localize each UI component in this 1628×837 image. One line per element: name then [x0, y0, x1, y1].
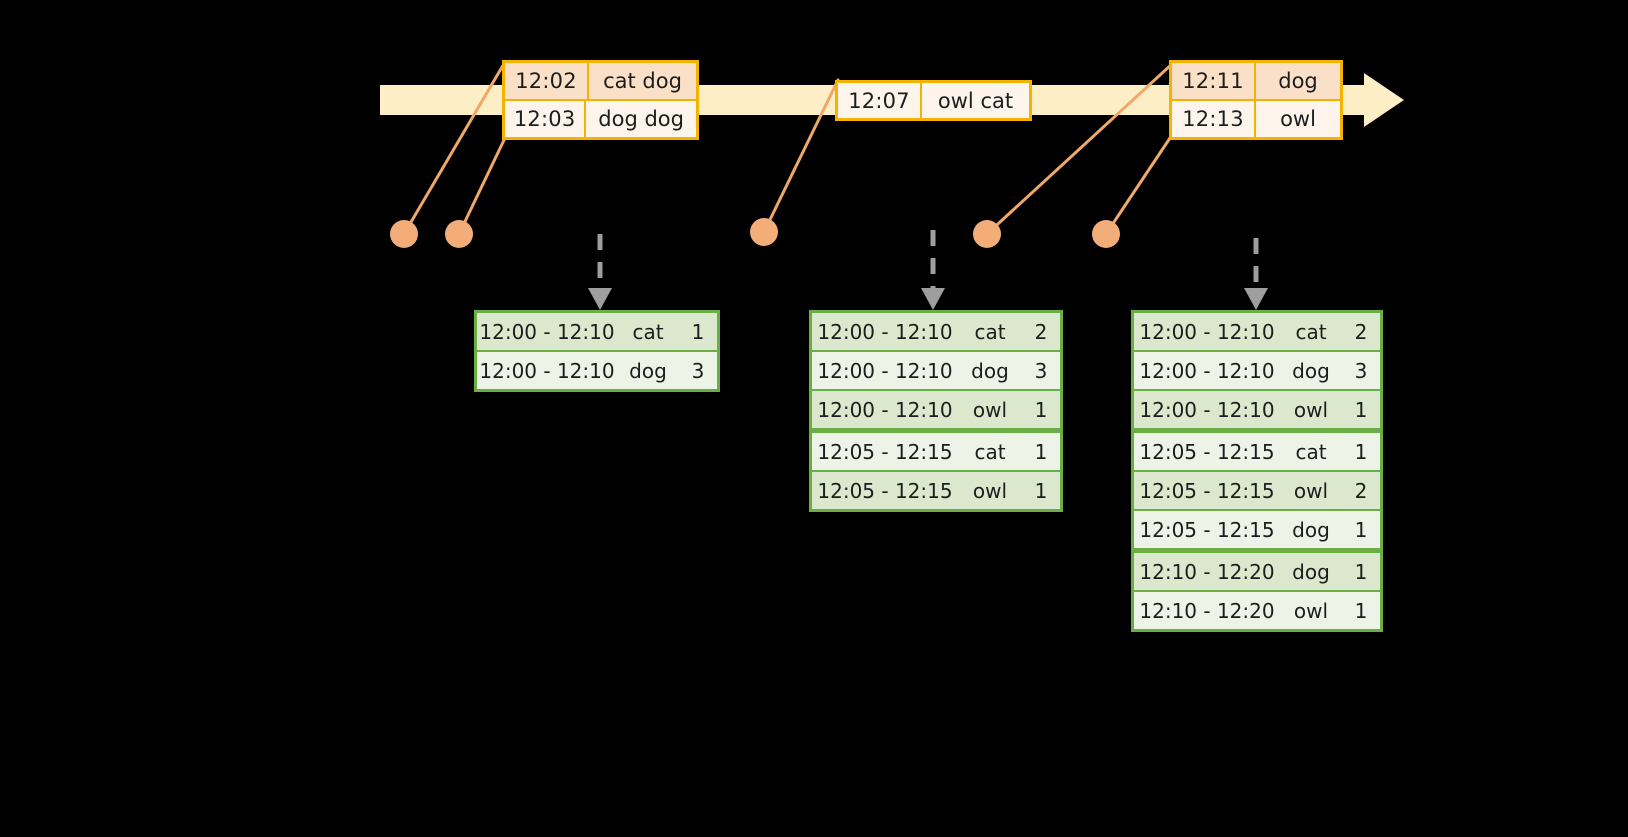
cell-count: 1	[1022, 391, 1060, 428]
event-row: 12:07 owl cat	[838, 83, 1029, 118]
trigger-dot-5	[1092, 220, 1120, 248]
cell-count: 1	[1342, 391, 1380, 428]
event-row: 12:03 dog dog	[505, 99, 696, 137]
cell-count: 2	[1342, 313, 1380, 350]
cell-window: 12:00 - 12:10	[1134, 313, 1280, 350]
event-time: 12:07	[838, 83, 922, 118]
event-time: 12:11	[1172, 63, 1256, 99]
cell-count: 3	[1022, 352, 1060, 389]
cell-window: 12:05 - 12:15	[1134, 472, 1280, 509]
connector-line-1	[402, 60, 507, 236]
cell-window: 12:10 - 12:20	[1134, 592, 1280, 629]
event-time: 12:13	[1172, 101, 1256, 137]
event-row: 12:11 dog	[1172, 63, 1340, 99]
trigger-dot-1	[390, 220, 418, 248]
cell-window: 12:00 - 12:10	[477, 352, 617, 389]
trigger-dot-2	[445, 220, 473, 248]
event-words: cat dog	[603, 69, 682, 93]
cell-key: dog	[1282, 553, 1340, 590]
event-time: 12:02	[505, 63, 589, 99]
cell-count: 1	[1022, 433, 1060, 470]
cell-window: 12:00 - 12:10	[477, 313, 617, 350]
connector-line-5	[1104, 133, 1174, 236]
trigger-dot-3	[750, 218, 778, 246]
cell-window: 12:00 - 12:10	[1134, 352, 1280, 389]
cell-window: 12:00 - 12:10	[812, 313, 958, 350]
cell-window: 12:00 - 12:10	[812, 391, 958, 428]
emit-arrow-heads	[588, 288, 1268, 310]
event-time: 12:03	[505, 101, 587, 137]
cell-key: cat	[619, 313, 677, 350]
cell-key: owl	[960, 472, 1020, 509]
trigger-dot-4	[973, 220, 1001, 248]
cell-count: 3	[679, 352, 717, 389]
cell-window: 12:00 - 12:10	[1134, 391, 1280, 428]
cell-count: 2	[1342, 472, 1380, 509]
cell-count: 1	[1342, 553, 1380, 590]
event-row: 12:13 owl	[1172, 99, 1340, 137]
emit-arrows	[597, 230, 1259, 292]
event-words: owl cat	[937, 88, 1014, 113]
cell-count: 1	[1022, 472, 1060, 509]
cell-window: 12:05 - 12:15	[812, 433, 958, 470]
cell-window: 12:05 - 12:15	[1134, 433, 1280, 470]
cell-key: cat	[960, 433, 1020, 470]
trigger-dots	[390, 218, 1120, 248]
cell-window: 12:05 - 12:15	[812, 472, 958, 509]
cell-key: cat	[1282, 433, 1340, 470]
cell-key: dog	[960, 352, 1020, 389]
cell-window: 12:05 - 12:15	[1134, 511, 1280, 548]
cell-key: owl	[960, 391, 1020, 428]
cell-key: cat	[1282, 313, 1340, 350]
event-words: dog dog	[598, 107, 684, 131]
cell-count: 1	[679, 313, 717, 350]
emit-arrow-head-1	[588, 288, 612, 310]
cell-count: 3	[1342, 352, 1380, 389]
event-words: owl	[1280, 107, 1316, 131]
emit-arrow-head-2	[921, 288, 945, 310]
event-group-3: 12:11 dog 12:13 owl	[1169, 60, 1343, 140]
event-group-1: 12:02 cat dog 12:03 dog dog	[502, 60, 699, 140]
cell-key: cat	[960, 313, 1020, 350]
cell-key: owl	[1282, 592, 1340, 629]
cell-window: 12:00 - 12:10	[812, 352, 958, 389]
cell-count: 2	[1022, 313, 1060, 350]
cell-key: owl	[1282, 391, 1340, 428]
connector-line-3	[762, 78, 840, 234]
cell-count: 1	[1342, 592, 1380, 629]
cell-window: 12:10 - 12:20	[1134, 553, 1280, 590]
emit-arrow-head-3	[1244, 288, 1268, 310]
event-words: dog	[1278, 69, 1318, 93]
connector-line-2	[457, 136, 507, 236]
cell-key: dog	[1282, 352, 1340, 389]
cell-count: 1	[1342, 433, 1380, 470]
event-row: 12:02 cat dog	[505, 63, 696, 99]
cell-key: owl	[1282, 472, 1340, 509]
cell-count: 1	[1342, 511, 1380, 548]
event-group-2: 12:07 owl cat	[835, 80, 1032, 121]
cell-key: dog	[1282, 511, 1340, 548]
cell-key: dog	[619, 352, 677, 389]
